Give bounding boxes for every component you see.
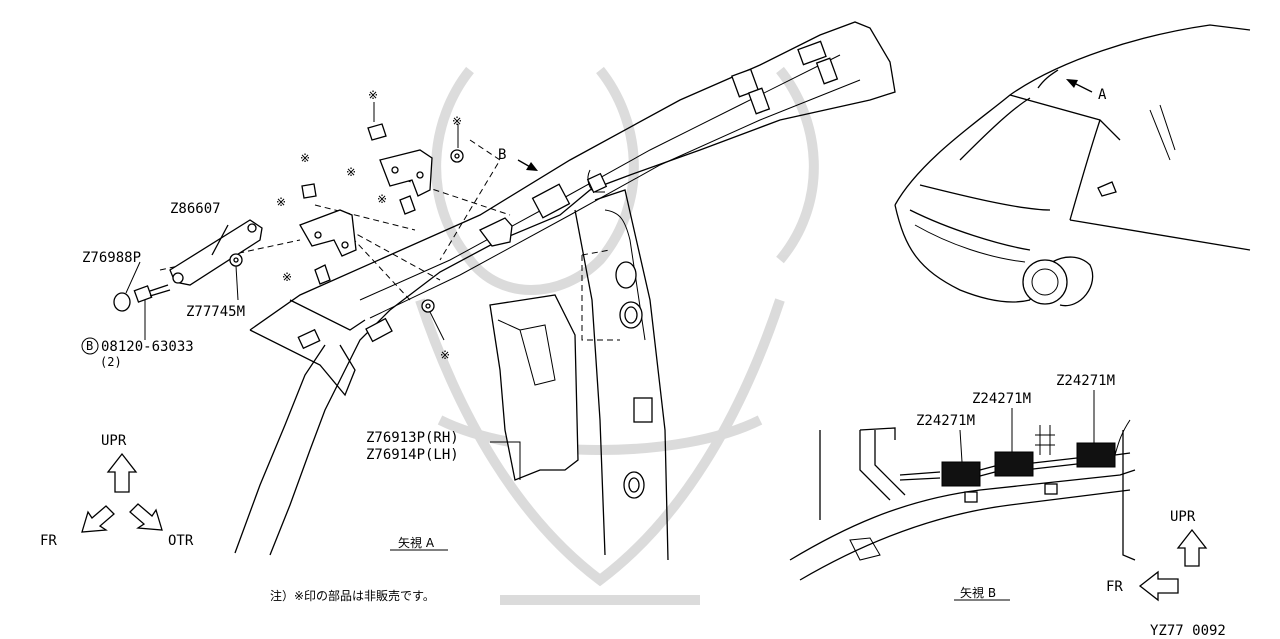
label-z76988p: Z76988P [82,250,141,266]
label-fr-left: FR [40,533,57,549]
star-mark-2: ※ [452,114,462,128]
label-bolt-badge: B [86,339,93,353]
pillar-garnish [489,294,579,481]
label-z76914p: Z76914P(LH) [366,447,459,463]
caption-view-b: 矢視 B [960,585,996,600]
bracket-z86607 [169,219,263,286]
label-arrow-b: B [498,147,506,163]
bolt-badge-circle [81,337,99,355]
harness-clip-2 [994,451,1034,477]
harness-clip-1 [941,461,981,487]
note-non-sale: 注）※印の部品は非販売です。 [270,588,435,603]
watermark-emblem [415,66,819,605]
star-mark-7: ※ [282,270,292,284]
label-z77745m: Z77745M [186,304,245,320]
label-z24271m-1: Z24271M [916,413,975,429]
label-z24271m-2: Z24271M [972,391,1031,407]
b-pillar [574,189,669,561]
clip-z76988p [113,292,131,312]
star-mark-1: ※ [368,88,378,102]
bolt-08120-63033 [133,284,171,303]
non-sale-brackets [299,123,513,313]
star-mark-3: ※ [346,165,356,179]
orientation-left [81,452,163,533]
label-z86607: Z86607 [170,201,221,217]
label-fr-right: FR [1106,579,1123,595]
label-bolt-qty: (2) [100,355,122,369]
caption-view-a: 矢視 A [398,535,435,550]
leader-lines [125,102,1095,480]
harness-clip-3 [1076,442,1116,468]
star-mark-8: ※ [440,348,450,362]
washer-z77745m [229,253,243,267]
label-bolt-code: 08120-63033 [101,339,194,355]
label-upr-left: UPR [101,433,127,449]
roof-rail-assembly [234,21,896,556]
label-z76913p: Z76913P(RH) [366,430,459,446]
star-mark-4: ※ [300,151,310,165]
label-upr-right: UPR [1170,509,1196,525]
star-mark-5: ※ [377,192,387,206]
orientation-right [1138,528,1208,602]
label-arrow-a: A [1098,87,1107,103]
star-mark-6: ※ [276,195,286,209]
view-b-rail [789,419,1136,581]
diagram-code: YZ77 0092 [1150,623,1226,639]
car-sketch [894,24,1251,307]
label-z24271m-3: Z24271M [1056,373,1115,389]
label-otr-left: OTR [168,533,194,549]
